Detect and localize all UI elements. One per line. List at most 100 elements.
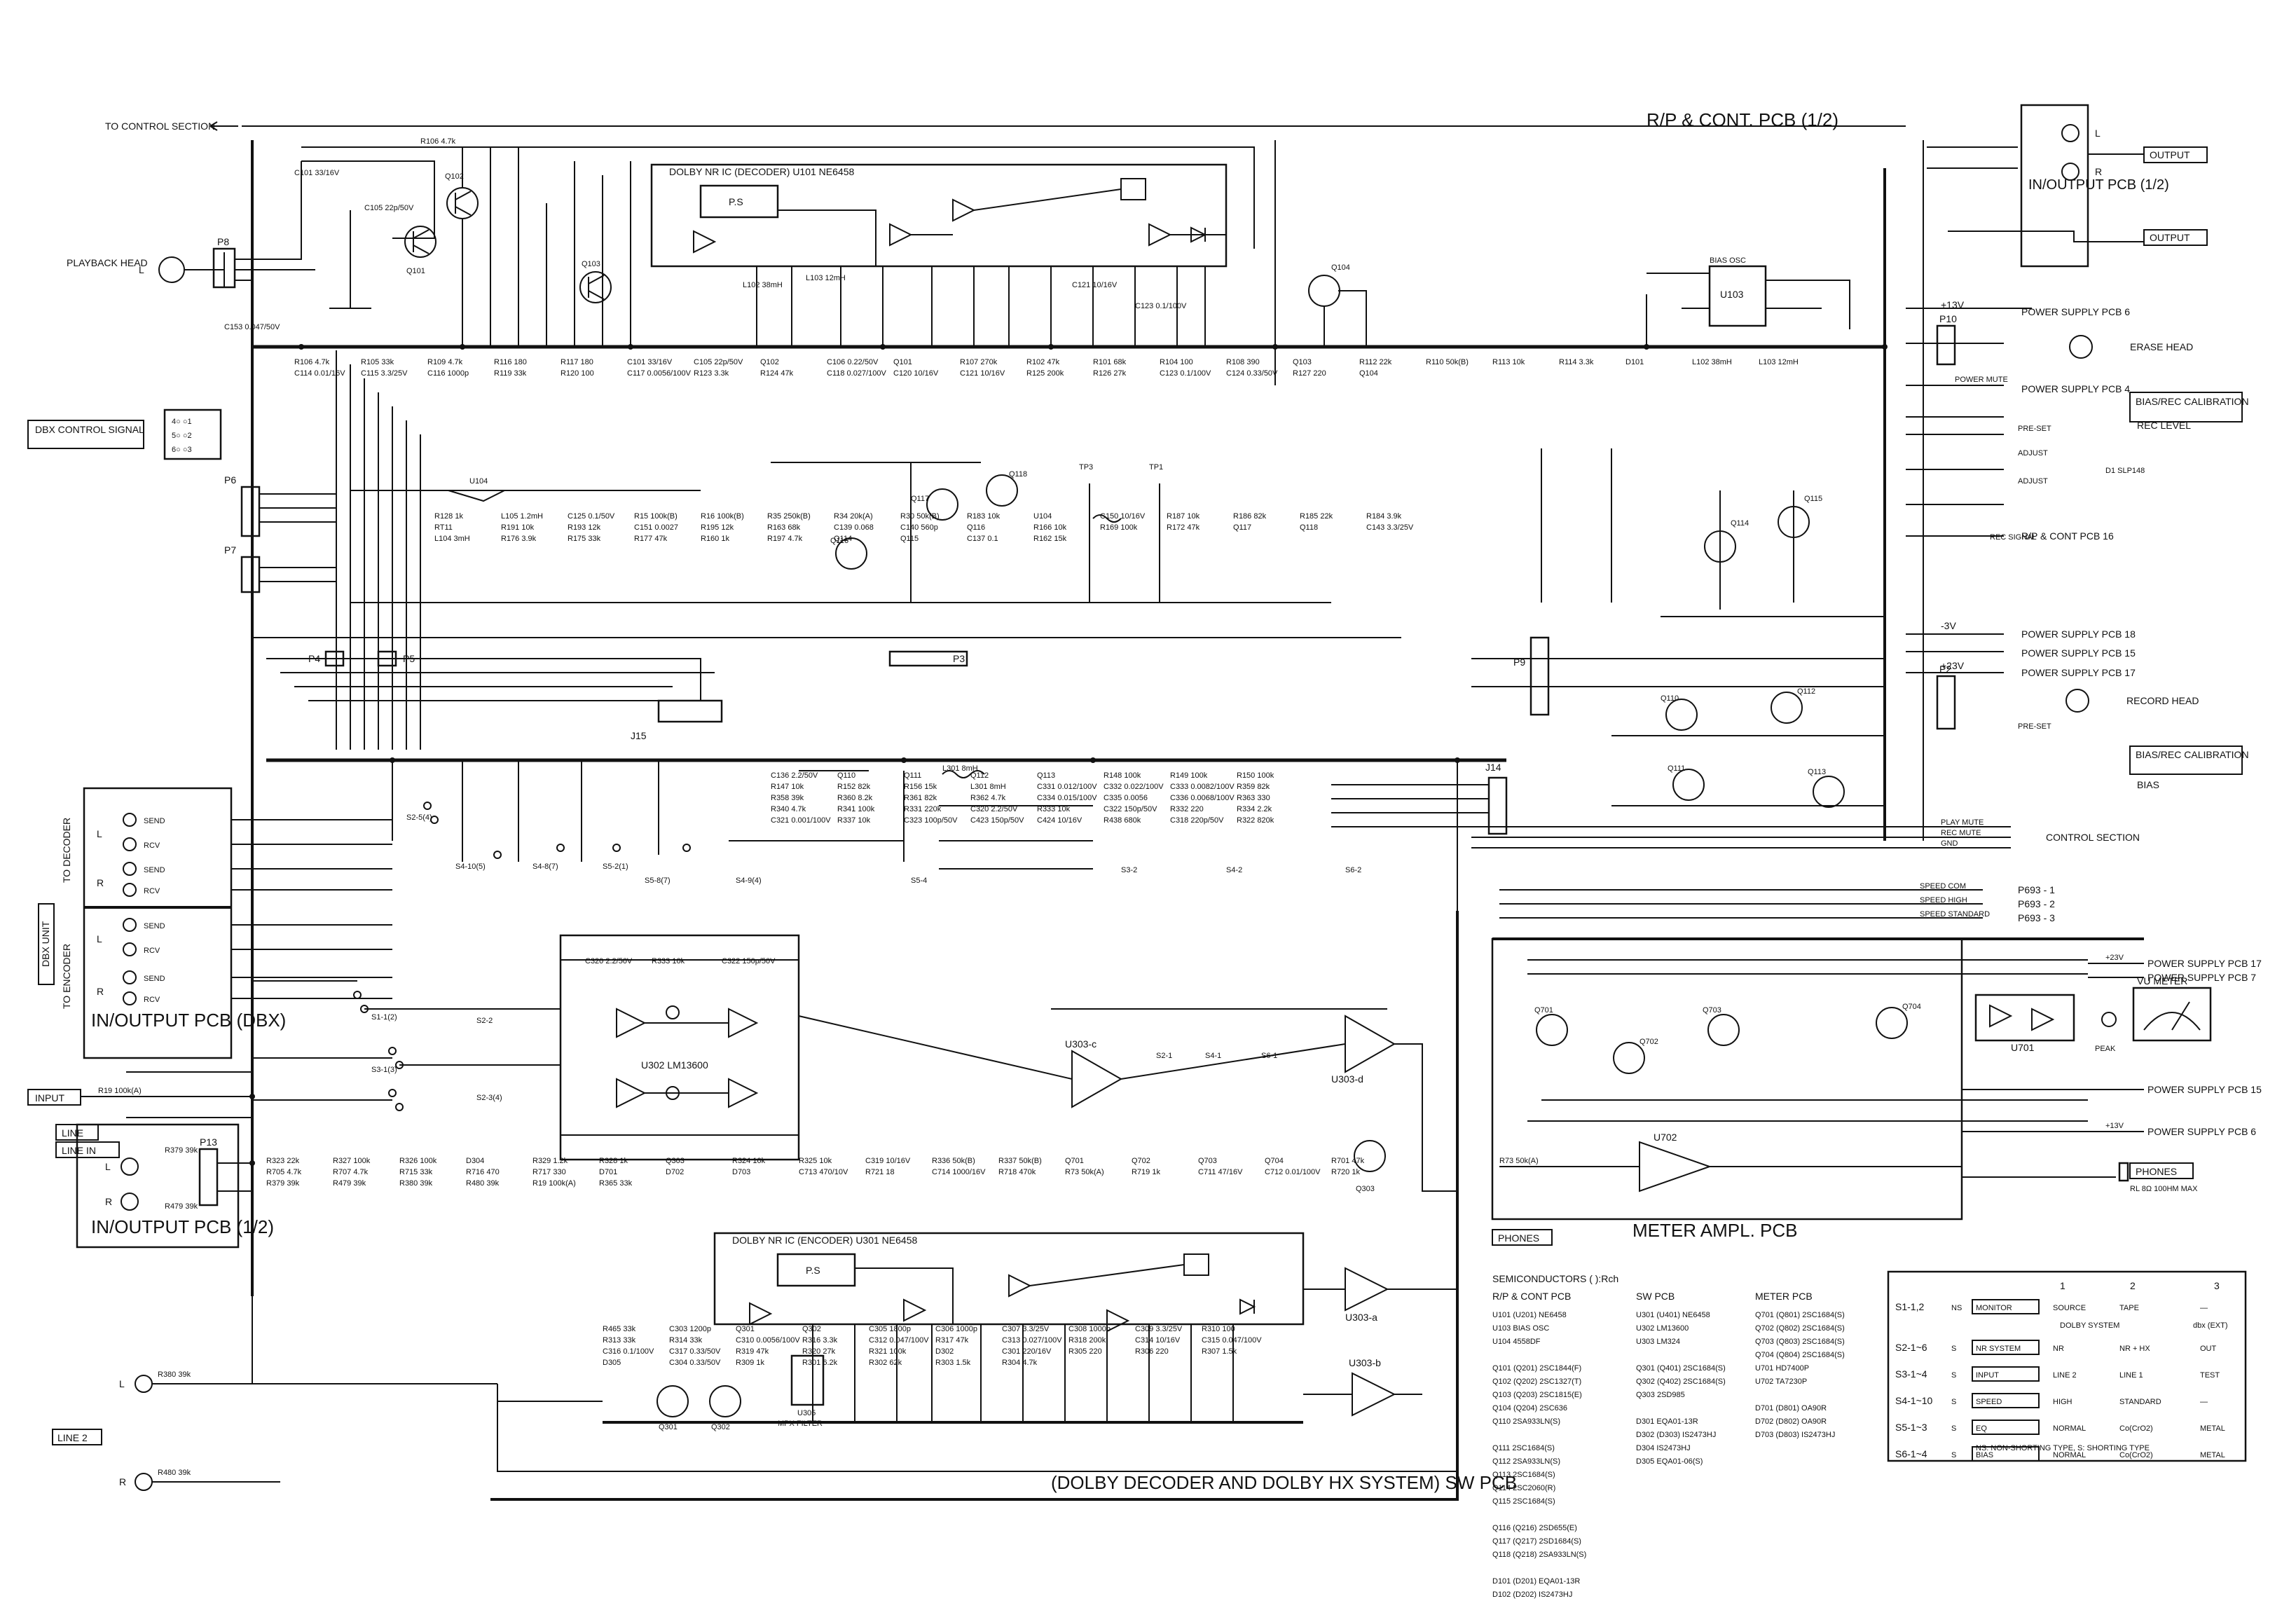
switch-id: S4-1~10 bbox=[1895, 1395, 1933, 1406]
q303-label: Q303 bbox=[1356, 1185, 1375, 1193]
component-label: C323 100p/50V bbox=[904, 816, 958, 825]
output-box-2 bbox=[2143, 229, 2208, 246]
switch-id: S6-1~4 bbox=[1895, 1448, 1927, 1459]
phones-label-left: PHONES bbox=[1498, 1232, 1539, 1244]
component-label: L301 8mH bbox=[970, 783, 1006, 791]
component-label: R358 39k bbox=[771, 794, 804, 802]
output-jack-R: R bbox=[2095, 166, 2102, 177]
u301-integrator-icon bbox=[1183, 1253, 1209, 1276]
peak-led-icon bbox=[2101, 1012, 2117, 1027]
u701-gates-icon bbox=[1989, 1004, 2055, 1031]
component-label: R314 33k bbox=[669, 1336, 703, 1345]
s2-1-label: S2-1 bbox=[1156, 1052, 1172, 1060]
q701-label: Q701 bbox=[1534, 1006, 1553, 1015]
q101-label: Q101 bbox=[406, 267, 425, 275]
u301-pins bbox=[812, 1324, 1234, 1422]
line-in-L: L bbox=[105, 1161, 111, 1172]
psu6-label: POWER SUPPLY PCB 6 bbox=[2021, 306, 2130, 317]
component-label: R169 100k bbox=[1100, 523, 1138, 532]
component-label: R301 6.2k bbox=[802, 1359, 838, 1367]
component-label: R15 100k(B) bbox=[634, 512, 678, 521]
vu-meter-needle-icon bbox=[2143, 1001, 2201, 1031]
component-label: C713 470/10V bbox=[799, 1168, 848, 1176]
dbx-unit-box bbox=[38, 903, 55, 985]
io-pcb-right-box bbox=[2020, 104, 2089, 268]
component-label: C303 1200p bbox=[669, 1325, 711, 1333]
record-amp-stage bbox=[1471, 448, 1885, 808]
send-1: SEND bbox=[144, 817, 165, 825]
rp-cont16-label: R/P & CONT PCB 16 bbox=[2021, 530, 2114, 542]
switch-name-box bbox=[1972, 1420, 2040, 1435]
semiconductor-entry: D102 (D202) IS2473HJ bbox=[1492, 1590, 1572, 1599]
component-label: C116 1000p bbox=[427, 369, 469, 378]
q118-icon bbox=[986, 474, 1018, 507]
dbx-R-enc: R bbox=[97, 986, 104, 997]
rec-signal-label: REC SIGNAL bbox=[1990, 533, 2037, 542]
component-label: R177 47k bbox=[634, 535, 668, 543]
s3-2-label: S3-2 bbox=[1121, 866, 1137, 874]
component-label: D302 bbox=[935, 1347, 954, 1356]
playback-head-wire bbox=[184, 252, 225, 287]
connector-p9-label: P9 bbox=[1513, 657, 1525, 668]
speed-eq-network bbox=[729, 770, 1093, 870]
u702-amp-icon bbox=[1639, 1141, 1712, 1193]
component-label: U104 bbox=[1033, 512, 1052, 521]
component-label: R34 20k(A) bbox=[834, 512, 873, 521]
component-label: R332 220 bbox=[1170, 805, 1204, 813]
switch-pos-3: METAL bbox=[2200, 1451, 2225, 1459]
component-label: C101 33/16V bbox=[627, 358, 673, 366]
component-label: R319 47k bbox=[736, 1347, 769, 1356]
component-label: C320 2.2/50V bbox=[970, 805, 1018, 813]
line2-L: L bbox=[119, 1378, 125, 1389]
semiconductor-entry: Q701 (Q801) 2SC1684(S) bbox=[1755, 1311, 1845, 1319]
connector-p3-label: P3 bbox=[953, 653, 965, 664]
tp-wires bbox=[1089, 483, 1160, 603]
component-label: R116 180 bbox=[494, 358, 527, 366]
u702-wires bbox=[1499, 1166, 1962, 1191]
q103-label: Q103 bbox=[582, 260, 600, 268]
switch-name-box bbox=[1972, 1393, 2040, 1408]
dbx-L-enc: L bbox=[97, 933, 102, 944]
record-head-icon bbox=[2065, 689, 2089, 713]
to-decoder-vertical: TO DECODER bbox=[61, 818, 72, 883]
connector-p6 bbox=[240, 486, 261, 537]
speed-com-label: SPEED COM bbox=[1920, 882, 1966, 891]
component-label: R30 50k(B) bbox=[900, 512, 940, 521]
u303b-label: U303-b bbox=[1349, 1357, 1381, 1368]
switch-pos-2: LINE 1 bbox=[2119, 1371, 2143, 1380]
bias-osc-wires bbox=[1646, 273, 1850, 347]
line-in-box bbox=[55, 1141, 120, 1158]
sw-col-3: 3 bbox=[2214, 1280, 2220, 1291]
component-label: R172 47k bbox=[1167, 523, 1200, 532]
line-in-label: LINE IN bbox=[62, 1145, 96, 1156]
connector-p8-label: P8 bbox=[217, 236, 229, 247]
component-label: R380 39k bbox=[399, 1179, 433, 1188]
speed-standard-label: SPEED STANDARD bbox=[1920, 910, 1990, 919]
c121-label: C121 10/16V bbox=[1072, 281, 1118, 289]
connector-j15 bbox=[657, 699, 723, 723]
component-label: C125 0.1/50V bbox=[568, 512, 615, 521]
meter-psu6-label: POWER SUPPLY PCB 6 bbox=[2147, 1126, 2256, 1137]
send-2: SEND bbox=[144, 866, 165, 874]
component-label: R340 4.7k bbox=[771, 805, 806, 813]
preamp-stage bbox=[301, 147, 631, 347]
switch-name-box bbox=[1972, 1299, 2040, 1314]
connector-p3 bbox=[888, 650, 968, 667]
semiconductor-entry: U702 TA7230P bbox=[1755, 1377, 1807, 1386]
line2-box bbox=[52, 1429, 102, 1445]
connector-p8 bbox=[212, 247, 236, 289]
component-label: R721 18 bbox=[865, 1168, 895, 1176]
s2-2-label: S2-2 bbox=[476, 1017, 493, 1025]
u101-integrator-icon bbox=[1120, 178, 1146, 200]
component-label: Q111 bbox=[904, 771, 921, 780]
component-label: C143 3.3/25V bbox=[1366, 523, 1414, 532]
component-label: R101 68k bbox=[1093, 358, 1127, 366]
component-label: C316 0.1/100V bbox=[603, 1347, 654, 1356]
phones-label-right: PHONES bbox=[2136, 1166, 2177, 1177]
component-label: C140 560p bbox=[900, 523, 938, 532]
component-label: C335 0.0056 bbox=[1104, 794, 1148, 802]
u301-amps-icon bbox=[749, 1274, 1130, 1333]
r19-label: R19 100k(A) bbox=[98, 1087, 142, 1095]
switch-pos-3: — bbox=[2200, 1398, 2208, 1406]
